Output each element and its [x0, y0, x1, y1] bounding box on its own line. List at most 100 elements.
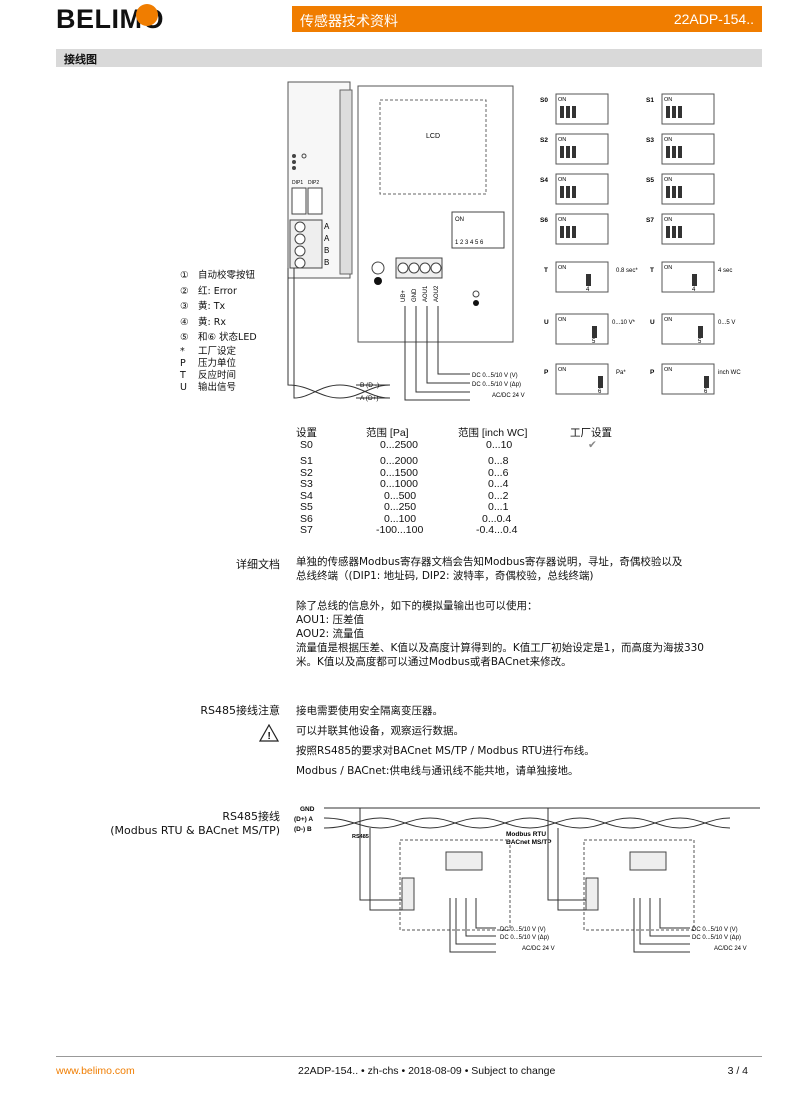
svg-text:A (D+): A (D+)	[360, 395, 379, 402]
svg-text:ON: ON	[664, 97, 672, 103]
svg-text:AC/DC 24 V: AC/DC 24 V	[714, 946, 747, 952]
details-label: 详细文档	[236, 558, 280, 571]
svg-text:6: 6	[598, 389, 602, 395]
svg-text:4 sec: 4 sec	[718, 268, 732, 274]
svg-text:!: !	[268, 731, 271, 742]
svg-text:1 2 3 4 5 6: 1 2 3 4 5 6	[455, 240, 484, 246]
svg-text:A: A	[324, 222, 330, 231]
svg-text:4: 4	[586, 287, 590, 293]
svg-text:B (D -): B (D -)	[360, 382, 379, 389]
check-icon: ✔	[588, 439, 597, 451]
svg-text:AOU2: AOU2	[434, 285, 440, 302]
switch-settings: S0 S1 S2 S3 S4 S5 S6 S7 ON ON ON ON ON ON O…	[540, 93, 741, 395]
svg-text:GND: GND	[412, 288, 418, 302]
header-bar	[292, 6, 762, 32]
footer-doc: 22ADP-154.. • zh-chs • 2018-08-09 • Subj…	[298, 1065, 556, 1077]
svg-text:(D+) A: (D+) A	[294, 816, 313, 823]
svg-text:DC 0...5/10 V (Δp): DC 0...5/10 V (Δp)	[500, 935, 549, 941]
details-text: 单独的传感器Modbus寄存器文档会告知Modbus寄存器说明，寻址，奇偶校验以…	[296, 556, 704, 668]
svg-text:ON: ON	[455, 217, 464, 223]
svg-text:ON: ON	[558, 367, 566, 373]
rs485-notes-label: RS485接线注意	[200, 704, 280, 717]
switch-label: S5	[646, 177, 654, 184]
svg-text:5: 5	[592, 339, 596, 345]
svg-text:AC/DC 24 V: AC/DC 24 V	[492, 393, 525, 399]
svg-text:P: P	[650, 369, 655, 376]
svg-text:5: 5	[698, 339, 702, 345]
lcd-label: LCD	[426, 133, 440, 140]
svg-text:0...10 V*: 0...10 V*	[612, 320, 636, 326]
svg-text:ON: ON	[558, 317, 566, 323]
svg-text:(D-) B: (D-) B	[294, 826, 312, 833]
svg-text:P: P	[544, 369, 549, 376]
svg-text:T: T	[650, 267, 654, 274]
svg-text:ON: ON	[558, 177, 566, 183]
legend-item: *工厂设定	[180, 345, 237, 357]
svg-text:DC 0...5/10 V (V): DC 0...5/10 V (V)	[692, 927, 738, 933]
svg-text:0.8 sec*: 0.8 sec*	[616, 268, 638, 274]
header-title: 传感器技术资料	[300, 14, 398, 30]
svg-text:AC/DC 24 V: AC/DC 24 V	[522, 946, 555, 952]
svg-text:ON: ON	[558, 137, 566, 143]
switch-label: S2	[540, 137, 548, 144]
svg-text:ON: ON	[664, 177, 672, 183]
svg-text:BACnet MS/TP: BACnet MS/TP	[506, 839, 552, 846]
switch-label: S3	[646, 137, 654, 144]
rs485-wiring-label: RS485接线 (Modbus RTU & BACnet MS/TP)	[110, 810, 280, 837]
svg-text:Modbus RTU: Modbus RTU	[506, 831, 546, 838]
section-title: 接线图	[64, 53, 97, 66]
svg-text:inch WC: inch WC	[718, 370, 741, 376]
svg-text:6: 6	[704, 389, 708, 395]
footer-divider	[56, 1056, 762, 1057]
svg-text:0...5 V: 0...5 V	[718, 320, 735, 326]
svg-text:ON: ON	[664, 367, 672, 373]
warning-icon: !	[258, 723, 280, 747]
svg-text:DC 0...5/10 V (V): DC 0...5/10 V (V)	[500, 927, 546, 933]
switch-label: S1	[646, 97, 654, 104]
svg-text:AOU1: AOU1	[423, 285, 429, 302]
logo-icon	[136, 4, 158, 26]
rs485-wiring-diagram: GND (D+) A (D-) B RS485 Modbus RTU BACne…	[294, 806, 760, 953]
switch-label: S0	[540, 97, 548, 104]
svg-text:ON: ON	[558, 265, 566, 271]
svg-text:U: U	[544, 319, 549, 326]
svg-text:ON: ON	[558, 97, 566, 103]
svg-text:ON: ON	[664, 317, 672, 323]
svg-text:DC 0...5/10 V (Δp): DC 0...5/10 V (Δp)	[692, 935, 741, 941]
svg-text:A: A	[324, 234, 330, 243]
svg-text:GND: GND	[300, 806, 315, 813]
wiring-diagram: LCD DIP1 DIP2 A A B B ON 1 2 3 4 5 6 UB+…	[287, 81, 525, 402]
svg-text:4: 4	[692, 287, 696, 293]
footer-url[interactable]: www.belimo.com	[56, 1065, 135, 1077]
svg-text:DC 0...5/10 V (Δp): DC 0...5/10 V (Δp)	[472, 382, 521, 388]
svg-text:ON: ON	[664, 137, 672, 143]
switch-label: S6	[540, 217, 548, 224]
svg-text:T: T	[544, 267, 548, 274]
svg-text:B: B	[324, 246, 329, 255]
rs485-notes: 接电需要使用安全隔离变压器。 可以并联其他设备，观察运行数据。 按照RS485的…	[296, 705, 595, 777]
svg-text:DIP2: DIP2	[308, 180, 319, 186]
switch-label: S7	[646, 217, 654, 224]
switch-label: S4	[540, 177, 548, 184]
svg-text:DIP1: DIP1	[292, 180, 303, 186]
svg-text:DC 0...5/10 V (V): DC 0...5/10 V (V)	[472, 373, 518, 379]
svg-text:Pa*: Pa*	[616, 370, 626, 376]
svg-text:ON: ON	[664, 265, 672, 271]
svg-text:B: B	[324, 258, 329, 267]
header-code: 22ADP-154..	[673, 11, 754, 27]
svg-text:U: U	[650, 319, 655, 326]
svg-text:ON: ON	[664, 217, 672, 223]
footer-page: 3 / 4	[727, 1065, 748, 1077]
svg-text:UB+: UB+	[401, 290, 407, 302]
section-bar	[56, 49, 762, 67]
svg-text:ON: ON	[558, 217, 566, 223]
